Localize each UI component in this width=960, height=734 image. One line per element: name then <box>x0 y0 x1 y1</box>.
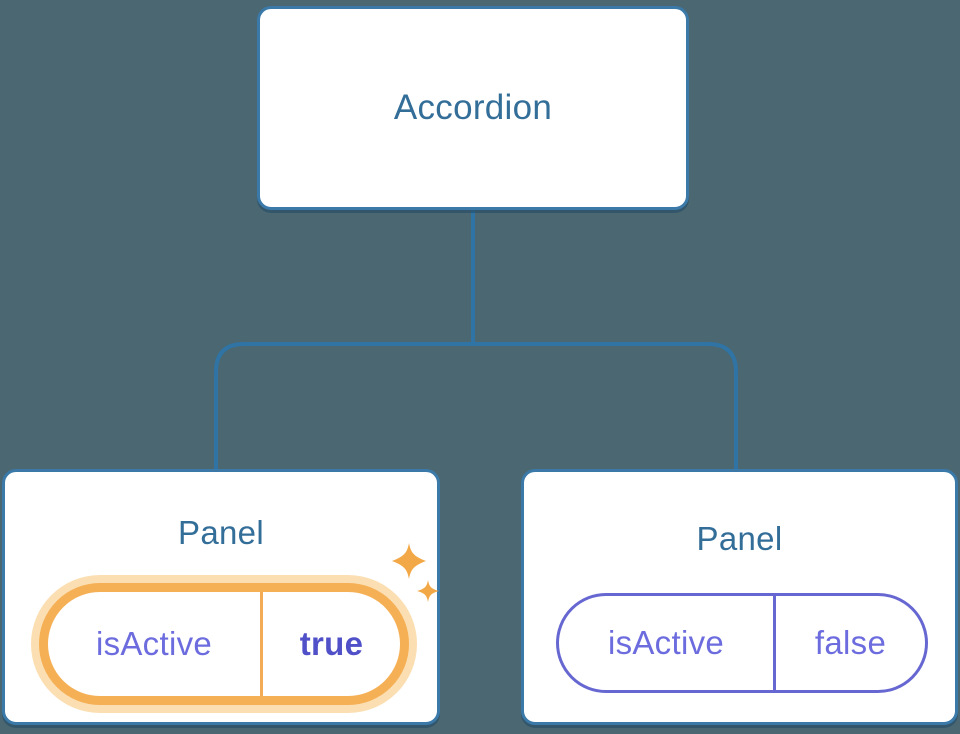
state-value: true <box>299 625 364 662</box>
state-value: false <box>814 624 887 661</box>
state-name: isActive <box>607 624 725 661</box>
state-pill-inactive: isActive false <box>556 593 928 693</box>
pill-divider <box>773 596 776 690</box>
panel-node-inactive: Panel isActive false <box>521 469 958 725</box>
panel-node-active: Panel isActive true <box>2 469 440 725</box>
state-pill-active: isActive true <box>39 583 409 705</box>
accordion-node: Accordion <box>257 6 689 210</box>
pill-divider <box>260 592 263 696</box>
accordion-node-label: Accordion <box>393 88 553 127</box>
panel-title: Panel <box>178 514 264 551</box>
state-name: isActive <box>95 625 213 662</box>
panel-title: Panel <box>696 520 783 557</box>
